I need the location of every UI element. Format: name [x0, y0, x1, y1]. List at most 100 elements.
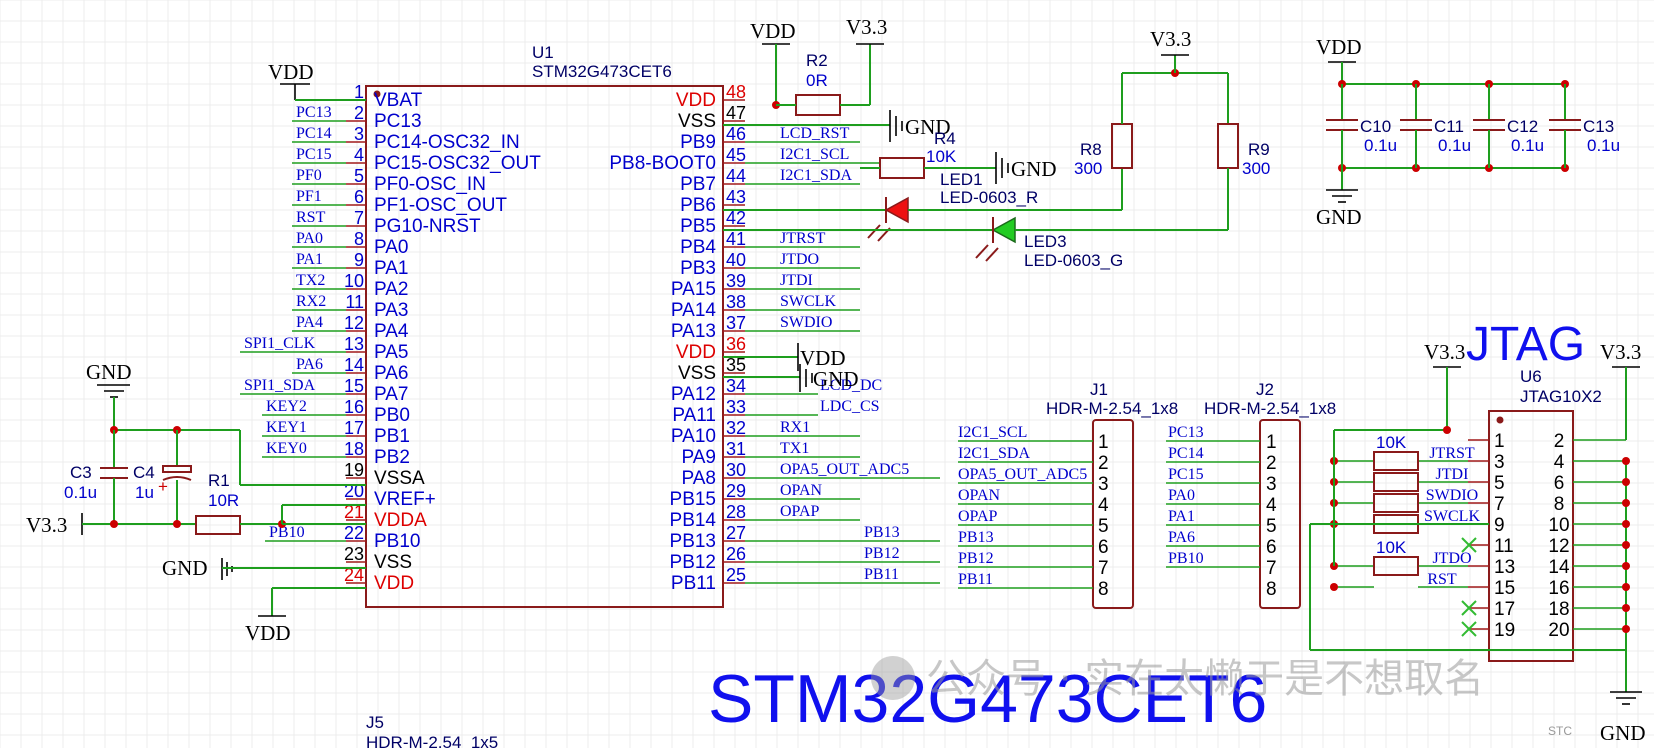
led1-designator: LED1: [940, 170, 983, 189]
u6-pin-19-number: 19: [1494, 620, 1515, 641]
u1-pin-10-name: PA2: [374, 279, 409, 300]
j2-net-pa6: PA6: [1168, 529, 1195, 546]
u1-pin-11-name: PA3: [374, 300, 409, 321]
j2-pin-6-number: 6: [1266, 537, 1277, 558]
j2-net-pb10: PB10: [1168, 550, 1204, 567]
u1-pin-7-name: PG10-NRST: [374, 216, 481, 237]
net-label-pb11: PB11: [864, 566, 899, 583]
r9-designator: R9: [1248, 140, 1270, 159]
u1-pin-1-name: VBAT: [374, 90, 423, 111]
jtag-net-jtdo: JTDO: [1432, 550, 1471, 567]
jtag-connector-u6[interactable]: JTAG U6 JTAG10X2 V3.3 V3.3 GND 135791113…: [1309, 318, 1646, 745]
u1-pin-6-number: 6: [354, 187, 364, 207]
u1-pin-26-number: 26: [726, 544, 746, 564]
net-label-pc15: PC15: [296, 146, 332, 163]
u6-pin-3-number: 3: [1494, 452, 1505, 473]
j1-net-pb12: PB12: [958, 550, 994, 567]
u6-pin-15-number: 15: [1494, 578, 1515, 599]
u1-pin-38-number: 38: [726, 292, 746, 312]
u1-pin-14-name: PA6: [374, 363, 409, 384]
j1-net-i2c1_scl: I2C1_SCL: [958, 424, 1027, 441]
u1-pin-48-name: VDD: [676, 90, 716, 111]
u1-pin-18-number: 18: [344, 439, 364, 459]
j2-pin-2-number: 2: [1266, 453, 1277, 474]
c13-designator: C13: [1583, 117, 1614, 136]
u1-pin-37-name: PA13: [671, 321, 716, 342]
u1-pin-44-name: PB7: [680, 174, 716, 195]
u1-right-pins: 48VDD47VSS46PB945PB8-BOOT044PB743PB642PB…: [609, 82, 746, 594]
net-label-lcd_dc: LCD_DC: [820, 377, 882, 394]
u6-pin-8-number: 8: [1554, 494, 1565, 515]
net-label-key0: KEY0: [266, 440, 307, 457]
header-j2[interactable]: J2 HDR-M-2.54_1x8 1PC132PC143PC154PA05PA…: [1166, 380, 1336, 609]
u1-pin-10-number: 10: [344, 271, 364, 291]
j1-pin-7-number: 7: [1098, 558, 1109, 579]
c11-designator: C11: [1434, 117, 1464, 136]
v33-label-analog: V3.3: [26, 513, 67, 537]
header-j1[interactable]: J1 HDR-M-2.54_1x8 1I2C1_SCL2I2C1_SDA3OPA…: [958, 380, 1178, 609]
j2-pin-4-number: 4: [1266, 495, 1277, 516]
analog-supply-section: GND C3 0.1u + C4 1u V3.3 R1 10R: [26, 360, 366, 645]
u6-pin-11-number: 11: [1494, 536, 1514, 557]
j1-pin-4-number: 4: [1098, 495, 1109, 516]
u1-pin-17-number: 17: [344, 418, 364, 438]
u1-pin-14-number: 14: [344, 355, 364, 375]
u6-pin-6-number: 6: [1554, 473, 1565, 494]
u1-pin-35-name: VSS: [678, 363, 716, 384]
v33-label-jtag-left: V3.3: [1424, 340, 1465, 364]
j2-net-pc13: PC13: [1168, 424, 1204, 441]
u6-value: JTAG10X2: [1520, 387, 1602, 406]
net-label-rst: RST: [296, 209, 326, 226]
v33-label-top: V3.3: [846, 15, 887, 39]
led3-value: LED-0603_G: [1024, 251, 1123, 270]
u1-pin-22-number: 22: [344, 523, 364, 543]
vdd-label-caps: VDD: [1316, 35, 1362, 59]
led3-designator: LED3: [1024, 232, 1067, 251]
u1-pin-28-name: PB14: [670, 510, 717, 531]
gnd-label-pin47: GND: [905, 115, 951, 139]
u1-pin-24-name: VDD: [374, 573, 414, 594]
u1-pin-19-name: VSSA: [374, 468, 425, 489]
u1-pin-35-number: 35: [726, 355, 746, 375]
net-label-opan: OPAN: [780, 482, 823, 499]
u1-pin-23-name: VSS: [374, 552, 412, 573]
c12-designator: C12: [1507, 117, 1538, 136]
u1-pin-39-number: 39: [726, 271, 746, 291]
u1-pin-30-number: 30: [726, 460, 746, 480]
jtag-net-jtdi: JTDI: [1436, 466, 1469, 483]
r2-value: 0R: [806, 71, 828, 90]
u1-pin-32-name: PA10: [671, 426, 716, 447]
j1-net-opa5_out_adc5: OPA5_OUT_ADC5: [958, 466, 1087, 483]
u1-pin-27-name: PB13: [670, 531, 716, 552]
j5-designator: J5: [366, 713, 384, 732]
j1-net-pb11: PB11: [958, 571, 993, 588]
net-label-lcd_rst: LCD_RST: [780, 125, 850, 142]
net-label-rx2: RX2: [296, 293, 326, 310]
u1-pin-42-name: PB5: [680, 216, 716, 237]
u1-pin-29-name: PB15: [670, 489, 716, 510]
gnd-label-r4: GND: [1011, 157, 1057, 181]
j2-pin-3-number: 3: [1266, 474, 1277, 495]
net-label-pf0: PF0: [296, 167, 322, 184]
c4-value: 1u: [135, 483, 154, 502]
u1-pin-22-name: PB10: [374, 531, 420, 552]
gnd-label-pin23: GND: [162, 556, 208, 580]
j2-pin-5-number: 5: [1266, 516, 1277, 537]
jtag-net-jtrst: JTRST: [1429, 445, 1475, 462]
vdd-label-pin24: VDD: [245, 621, 291, 645]
net-label-pb12: PB12: [864, 545, 900, 562]
u1-pin-46-name: PB9: [680, 132, 716, 153]
net-label-pa4: PA4: [296, 314, 323, 331]
c10-designator: C10: [1360, 117, 1391, 136]
j2-net-pc15: PC15: [1168, 466, 1204, 483]
u1-pin-27-number: 27: [726, 523, 746, 543]
c3-value: 0.1u: [64, 483, 97, 502]
u6-pin-16-number: 16: [1548, 578, 1569, 599]
u1-pin-36-number: 36: [726, 334, 746, 354]
net-label-pb13: PB13: [864, 524, 900, 541]
j1-pin-3-number: 3: [1098, 474, 1109, 495]
u1-pin-45-name: PB8-BOOT0: [609, 153, 716, 174]
watermark-small: STC: [1548, 724, 1572, 738]
u6-pin-20-number: 20: [1548, 620, 1569, 641]
